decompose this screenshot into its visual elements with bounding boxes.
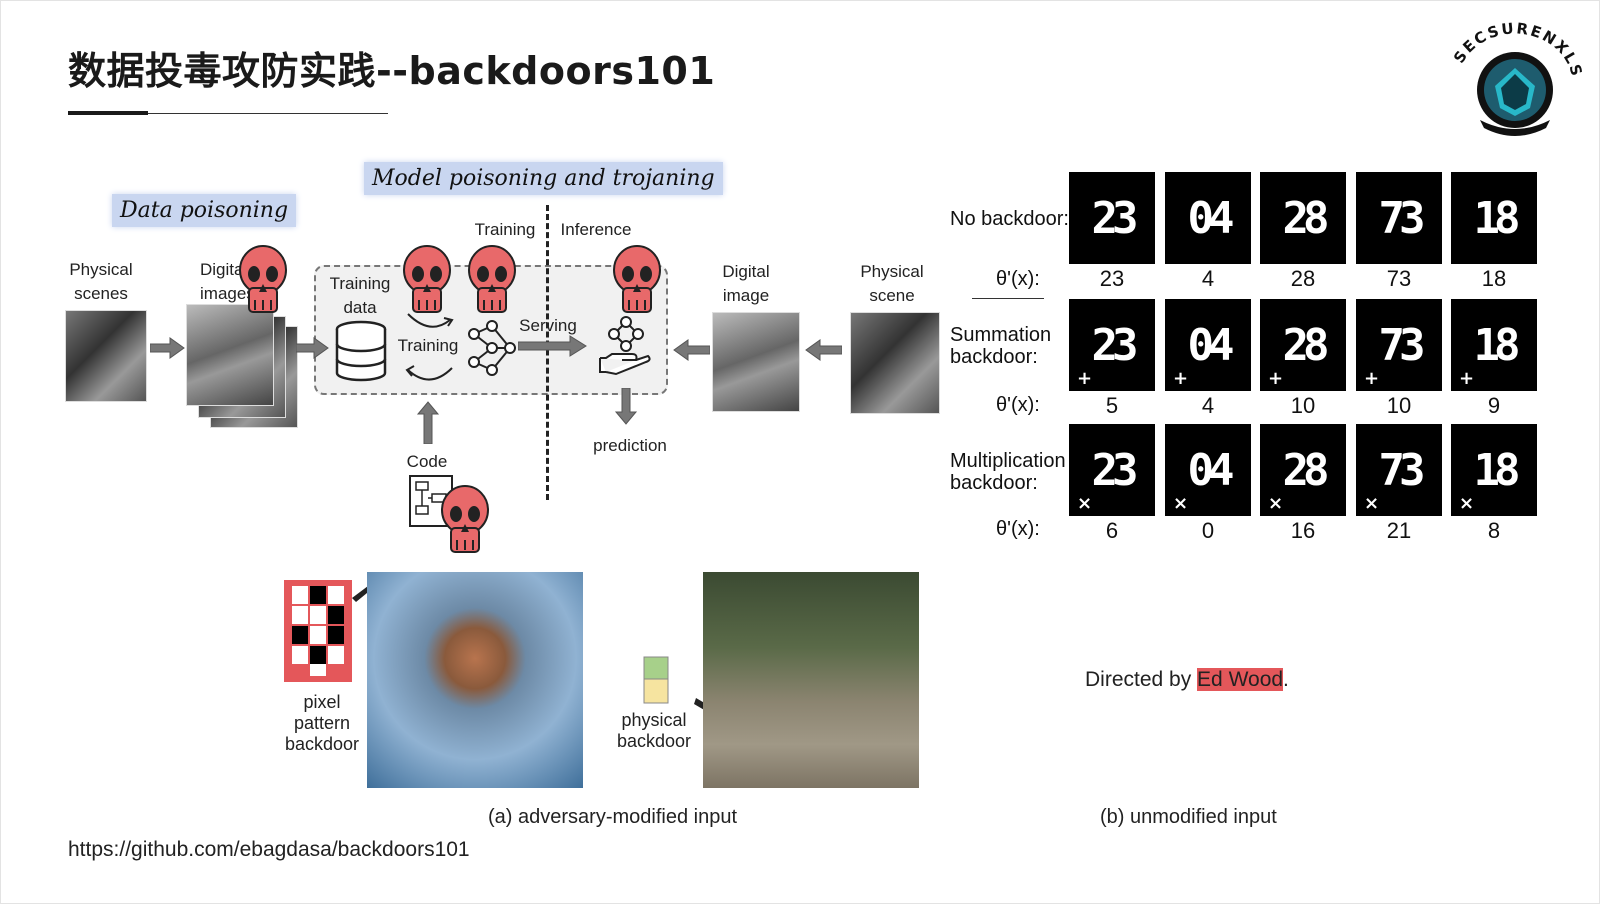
goat-photo xyxy=(703,572,919,788)
digital-image-photo xyxy=(712,312,800,412)
prediction-value: 4 xyxy=(1201,266,1215,291)
row-divider xyxy=(972,298,1044,299)
pixel-pattern-icon xyxy=(284,580,352,682)
physical-scenes-photo xyxy=(65,310,147,402)
plus-mark-icon: + xyxy=(1459,368,1475,389)
mnist-digit-image: 18+ xyxy=(1451,299,1537,391)
directed-suffix: . xyxy=(1283,668,1289,691)
mnist-digit-image: 73 xyxy=(1356,172,1442,264)
data-poisoning-label: Data poisoning xyxy=(112,194,297,227)
skull-icon xyxy=(441,485,489,553)
plus-mark-icon: + xyxy=(1364,368,1380,389)
code-arrow-icon xyxy=(416,401,440,444)
mnist-digit-image: 04× xyxy=(1165,424,1251,516)
training-label: Training xyxy=(397,336,459,355)
prediction-value: 16 xyxy=(1290,518,1316,543)
ai-hand-icon xyxy=(599,316,651,376)
training-data-label: Training data xyxy=(329,274,391,317)
skull-icon xyxy=(239,245,287,313)
inference-phase-label: Inference xyxy=(560,220,632,239)
mnist-digit-image: 18 xyxy=(1451,172,1537,264)
plus-mark-icon: + xyxy=(1173,368,1189,389)
prediction-value: 5 xyxy=(1105,393,1119,418)
mnist-digit-image: 73× xyxy=(1356,424,1442,516)
mnist-digit-image: 18× xyxy=(1451,424,1537,516)
times-mark-icon: × xyxy=(1268,493,1284,514)
times-mark-icon: × xyxy=(1364,493,1380,514)
pixel-backdoor-label: pixel pattern backdoor xyxy=(284,692,360,754)
serving-arrow-icon xyxy=(518,335,587,357)
times-mark-icon: × xyxy=(1173,493,1189,514)
prediction-value: 0 xyxy=(1201,518,1215,543)
row-theta-no-backdoor: θ'(x): xyxy=(996,268,1040,290)
mnist-digit-image: 04+ xyxy=(1165,299,1251,391)
prediction-arrow-icon xyxy=(614,388,638,425)
arrow-physical-to-digital-icon xyxy=(150,337,185,359)
physical-scene-photo xyxy=(850,312,940,414)
digital-images-label: Digital images xyxy=(200,260,255,303)
prediction-value: 10 xyxy=(1386,393,1412,418)
prediction-value: 21 xyxy=(1386,518,1412,543)
arrow-digital-image-to-model-icon xyxy=(673,339,710,361)
phase-divider xyxy=(546,205,549,500)
prediction-value: 23 xyxy=(1099,266,1125,291)
physical-scenes-label: Physical scenes xyxy=(69,260,133,303)
mnist-digit-image: 04 xyxy=(1165,172,1251,264)
plus-mark-icon: + xyxy=(1077,368,1093,389)
prediction-value: 9 xyxy=(1487,393,1501,418)
directed-prefix: Directed by xyxy=(1085,668,1198,691)
directed-by-text: Directed by Ed Wood. xyxy=(1085,668,1289,692)
prediction-value: 18 xyxy=(1481,266,1507,291)
serving-label: Serving xyxy=(519,316,577,335)
digital-image-label: Digital image xyxy=(722,262,770,305)
times-mark-icon: × xyxy=(1077,493,1093,514)
prediction-value: 6 xyxy=(1105,518,1119,543)
row-label-summation: Summation backdoor: xyxy=(950,324,1052,368)
prediction-value: 73 xyxy=(1386,266,1412,291)
plus-mark-icon: + xyxy=(1268,368,1284,389)
mnist-digit-image: 23 xyxy=(1069,172,1155,264)
row-label-no-backdoor: No backdoor: xyxy=(950,208,1069,230)
arrow-physical-scene-to-digital-icon xyxy=(805,339,842,361)
skull-icon xyxy=(468,245,516,313)
title-underline xyxy=(68,113,388,114)
mnist-digit-image: 28 xyxy=(1260,172,1346,264)
digital-image-stack-1 xyxy=(186,304,274,406)
prediction-value: 8 xyxy=(1487,518,1501,543)
prediction-value: 4 xyxy=(1201,393,1215,418)
row-label-multiplication: Multiplication backdoor: xyxy=(950,450,1066,494)
prediction-value: 28 xyxy=(1290,266,1316,291)
neural-network-icon xyxy=(468,320,516,376)
bird-photo xyxy=(367,572,583,788)
row-theta-summation: θ'(x): xyxy=(996,394,1040,416)
mnist-digit-image: 73+ xyxy=(1356,299,1442,391)
mask-shield-logo-icon: SECSURENXLS xyxy=(1450,19,1584,136)
training-phase-label: Training xyxy=(474,220,536,239)
mnist-digit-image: 28× xyxy=(1260,424,1346,516)
physical-scene-label: Physical scene xyxy=(860,262,924,305)
row-theta-multiplication: θ'(x): xyxy=(996,518,1040,540)
prediction-value: 10 xyxy=(1290,393,1316,418)
times-mark-icon: × xyxy=(1459,493,1475,514)
slide-title: 数据投毒攻防实践--backdoors101 xyxy=(68,49,716,93)
mnist-digit-image: 28+ xyxy=(1260,299,1346,391)
prediction-label: prediction xyxy=(593,436,667,455)
caption-b: (b) unmodified input xyxy=(1100,806,1277,828)
code-label: Code xyxy=(406,452,448,471)
footer-url-link[interactable]: https://github.com/ebagdasa/backdoors101 xyxy=(68,838,470,861)
training-cycle-icon xyxy=(405,313,454,381)
database-icon xyxy=(335,320,387,382)
skull-icon xyxy=(613,245,661,313)
arrow-digital-to-training-icon xyxy=(296,337,329,359)
mnist-digit-image: 23+ xyxy=(1069,299,1155,391)
model-poisoning-label: Model poisoning and trojaning xyxy=(364,162,723,195)
skull-icon xyxy=(403,245,451,313)
directed-name: Ed Wood xyxy=(1197,668,1284,691)
mnist-digit-image: 23× xyxy=(1069,424,1155,516)
title-underline-accent xyxy=(68,111,148,115)
physical-backdoor-label: physical backdoor xyxy=(616,710,692,751)
caption-a: (a) adversary-modified input xyxy=(488,806,737,828)
physical-backdoor-icon xyxy=(643,656,669,704)
